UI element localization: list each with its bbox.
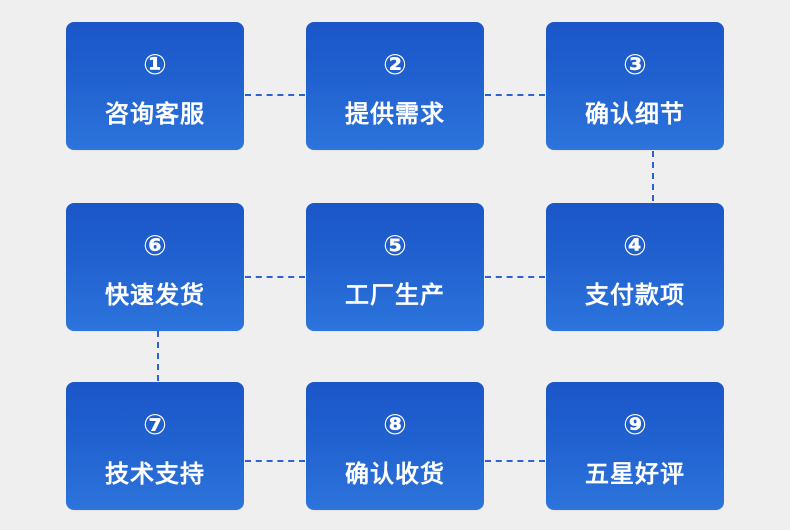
step-label: 确认收货 <box>345 460 445 488</box>
step-label: 五星好评 <box>585 460 685 488</box>
step-label: 工厂生产 <box>345 281 445 309</box>
step-number: ② <box>383 48 407 81</box>
connector-step6-step7 <box>157 331 159 381</box>
step-box-5: ⑤ 工厂生产 <box>306 203 484 331</box>
step-number: ④ <box>623 229 647 262</box>
step-number: ⑨ <box>623 408 647 441</box>
connector-step3-step4 <box>652 151 654 201</box>
connector-step2-step3 <box>485 94 545 96</box>
step-box-4: ④ 支付款项 <box>546 203 724 331</box>
step-label: 提供需求 <box>345 100 445 128</box>
step-box-8: ⑧ 确认收货 <box>306 382 484 510</box>
connector-step4-step5 <box>485 276 545 278</box>
step-box-7: ⑦ 技术支持 <box>66 382 244 510</box>
connector-step5-step6 <box>245 276 305 278</box>
step-number: ⑤ <box>383 229 407 262</box>
connector-step7-step8 <box>245 460 305 462</box>
step-number: ⑥ <box>143 229 167 262</box>
step-label: 确认细节 <box>585 100 685 128</box>
step-label: 咨询客服 <box>105 100 205 128</box>
step-label: 支付款项 <box>585 281 685 309</box>
step-number: ③ <box>623 48 647 81</box>
step-number: ⑧ <box>383 408 407 441</box>
step-number: ① <box>143 48 167 81</box>
connector-step8-step9 <box>485 460 545 462</box>
connector-step1-step2 <box>245 94 305 96</box>
step-label: 快速发货 <box>105 281 205 309</box>
step-box-6: ⑥ 快速发货 <box>66 203 244 331</box>
step-label: 技术支持 <box>105 460 205 488</box>
step-box-9: ⑨ 五星好评 <box>546 382 724 510</box>
step-box-3: ③ 确认细节 <box>546 22 724 150</box>
step-box-2: ② 提供需求 <box>306 22 484 150</box>
step-box-1: ① 咨询客服 <box>66 22 244 150</box>
step-number: ⑦ <box>143 408 167 441</box>
